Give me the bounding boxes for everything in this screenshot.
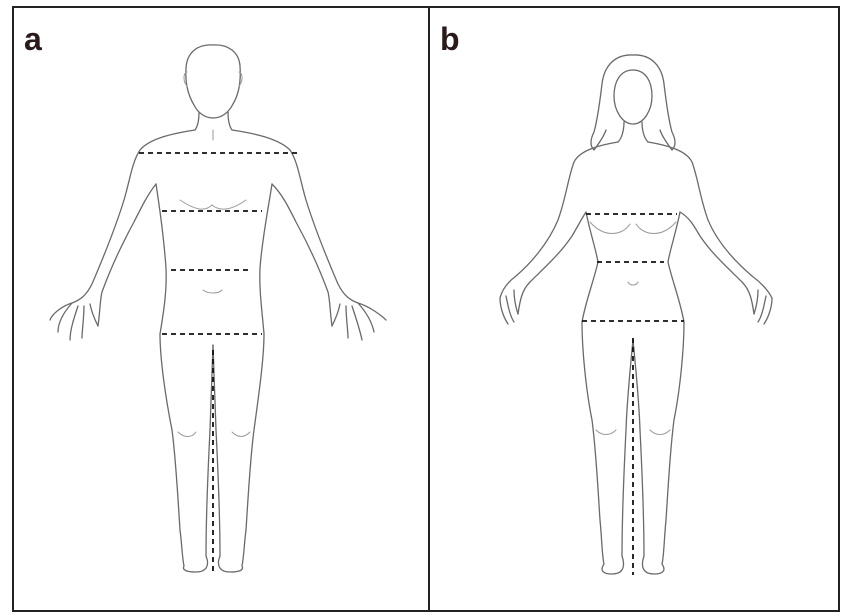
male-body-outline <box>50 45 386 572</box>
panel-b-label: b <box>440 21 460 57</box>
panel-a: a <box>13 7 429 611</box>
panel-b-border <box>429 7 839 611</box>
female-measurement-lines <box>582 214 684 575</box>
panel-a-label: a <box>24 21 42 57</box>
panel-a-border <box>13 7 429 611</box>
panel-b: b <box>429 7 839 611</box>
male-measurement-lines <box>139 153 297 572</box>
female-body-outline <box>500 55 772 574</box>
